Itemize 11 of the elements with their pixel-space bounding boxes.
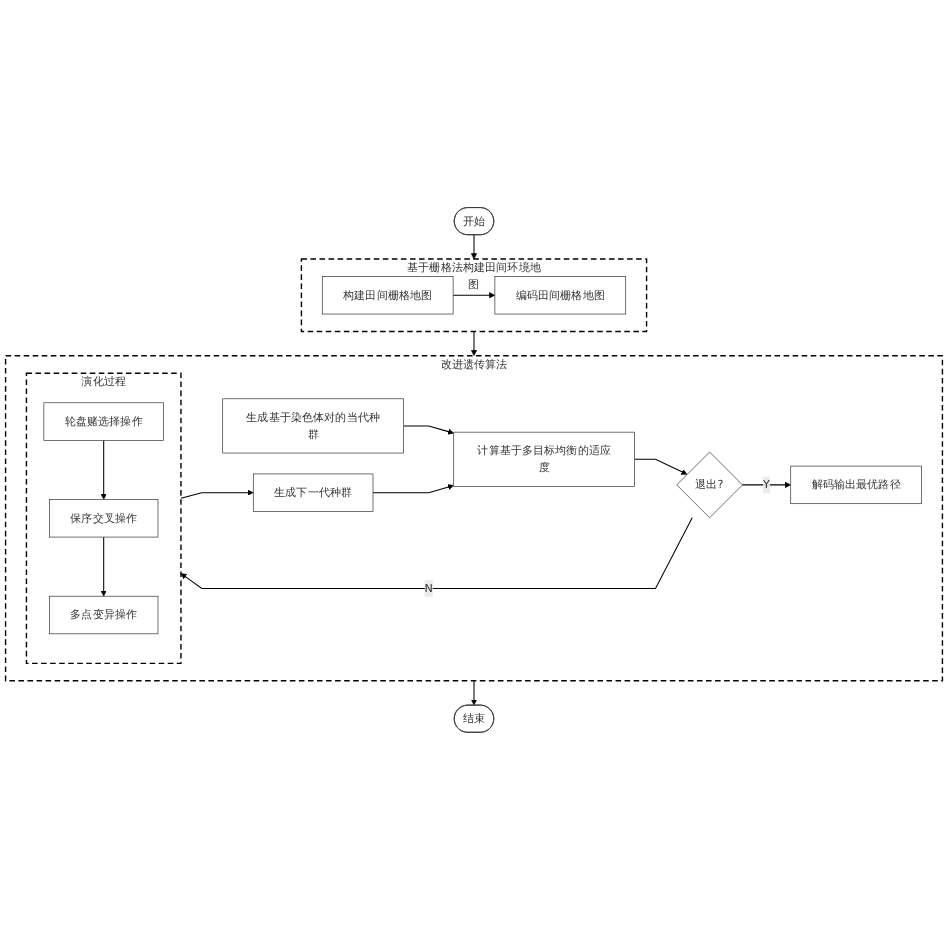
arrow: [403, 425, 454, 435]
arrow: [180, 489, 254, 499]
arrow: [470, 331, 478, 357]
arrow: [372, 484, 454, 494]
arrow: [100, 439, 107, 500]
arrow: [100, 536, 107, 597]
arrow: [452, 292, 496, 299]
arrow: [634, 458, 688, 475]
arrow: [180, 517, 693, 589]
arrow: [470, 680, 478, 706]
arrow: [470, 234, 478, 260]
